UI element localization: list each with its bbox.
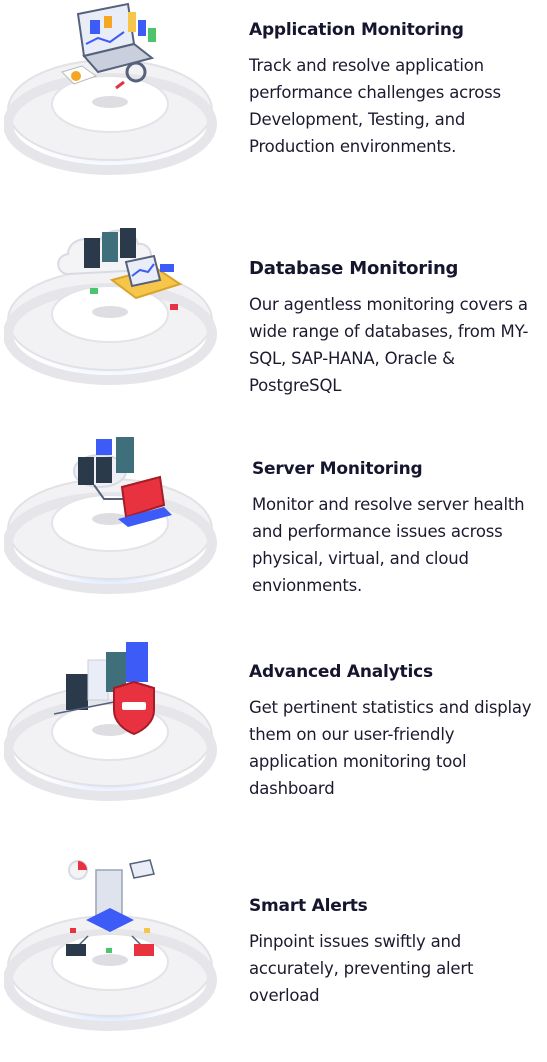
feature-advanced-analytics: Advanced Analytics Get pertinent statist… (0, 630, 547, 830)
database-cloud-icon (4, 210, 218, 400)
server-monitor-icon (4, 425, 218, 615)
feature-title: Advanced Analytics (249, 662, 433, 682)
feature-smart-alerts: Smart Alerts Pinpoint issues swiftly and… (0, 852, 547, 1057)
alert-network-icon (4, 852, 218, 1052)
feature-title: Smart Alerts (249, 896, 368, 916)
feature-title: Server Monitoring (252, 459, 423, 479)
feature-title: Application Monitoring (249, 20, 464, 40)
feature-description: Monitor and resolve server health and pe… (252, 495, 525, 595)
feature-application-monitoring: Application Monitoring Track and resolve… (0, 0, 547, 200)
feature-description: Get pertinent statistics and display the… (249, 698, 532, 798)
feature-description: Pinpoint issues swiftly and accurately, … (249, 932, 474, 1005)
analytics-shield-icon (4, 630, 218, 820)
feature-description: Our agentless monitoring covers a wide r… (249, 295, 529, 395)
laptop-charts-icon (4, 0, 218, 190)
feature-description: Track and resolve application performanc… (249, 56, 501, 156)
feature-server-monitoring: Server Monitoring Monitor and resolve se… (0, 425, 547, 625)
feature-title: Database Monitoring (249, 258, 459, 279)
feature-database-monitoring: Database Monitoring Our agentless monito… (0, 210, 547, 410)
